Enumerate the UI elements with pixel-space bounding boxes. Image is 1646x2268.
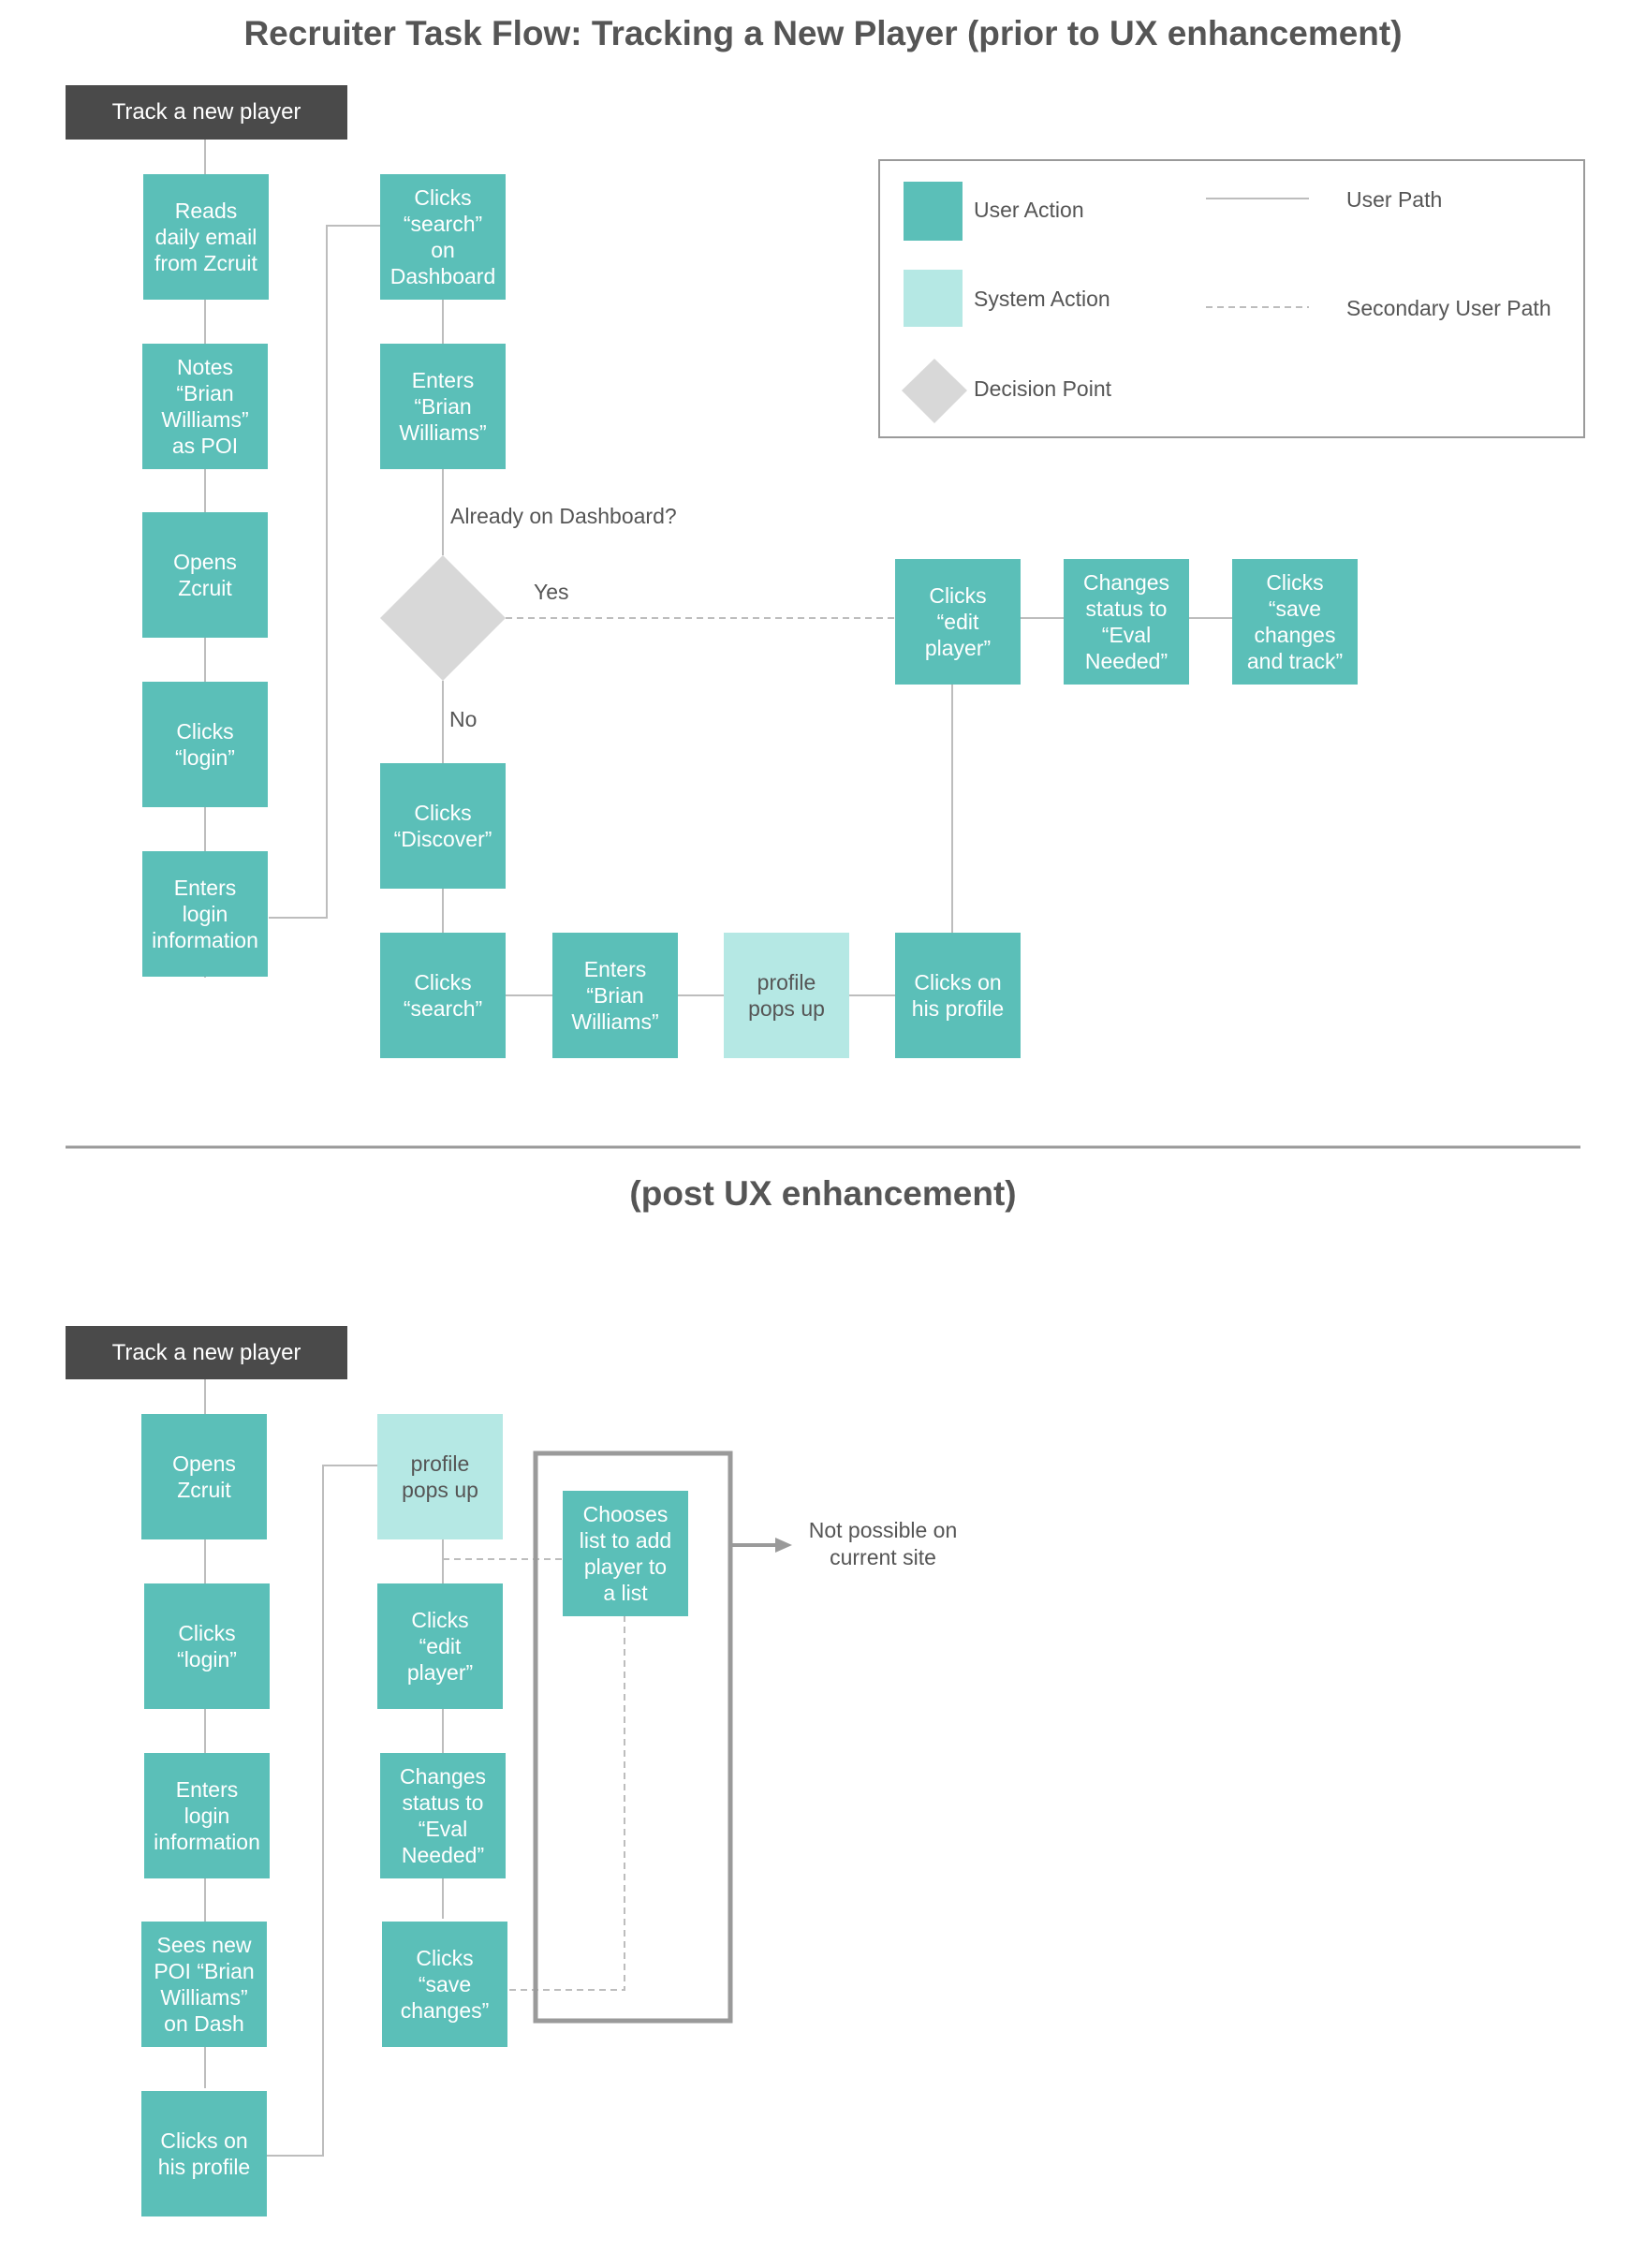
step-clicks-search: Clicks “search”	[380, 933, 506, 1058]
step-enters-name: Enters “Brian Williams”	[380, 344, 506, 469]
legend	[878, 159, 1585, 438]
after-step-clicks-profile: Clicks on his profile	[141, 2091, 267, 2216]
decision-no-label: No	[449, 707, 478, 731]
after-step-enters-login: Enters login information	[144, 1753, 270, 1878]
after-step-clicks-login: Clicks “login”	[144, 1583, 270, 1709]
legend-secondary-path-label: Secondary User Path	[1346, 296, 1551, 320]
after-step-opens-zcruit: Opens Zcruit	[141, 1414, 267, 1539]
step-reads-email: Reads daily email from Zcruit	[143, 174, 269, 300]
step-clicks-login: Clicks “login”	[142, 682, 268, 807]
after-step-edit-player: Clicks “edit player”	[377, 1583, 503, 1709]
legend-decision-label: Decision Point	[974, 376, 1112, 401]
after-step-profile-pops: profile pops up	[377, 1414, 503, 1539]
step-change-status: Changes status to “Eval Needed”	[1064, 559, 1189, 685]
step-clicks-profile: Clicks on his profile	[895, 933, 1021, 1058]
legend-user-path-label: User Path	[1346, 187, 1443, 212]
decision-yes-label: Yes	[534, 580, 569, 604]
step-enters-login: Enters login information	[142, 851, 268, 977]
connector	[269, 225, 381, 919]
start-node-after: Track a new player	[66, 1326, 347, 1379]
secondary-connector	[506, 1615, 625, 1991]
after-step-change-status: Changes status to “Eval Needed”	[380, 1753, 506, 1878]
step-save-track: Clicks “save changes and track”	[1232, 559, 1358, 685]
connector	[267, 1465, 377, 2157]
legend-decision-icon	[902, 359, 967, 423]
decision-question: Already on Dashboard?	[450, 504, 677, 528]
not-possible-frame	[533, 1451, 733, 2024]
legend-system-action-label: System Action	[974, 287, 1110, 311]
step-opens-zcruit: Opens Zcruit	[142, 512, 268, 638]
not-possible-label: Not possible on current site	[808, 1518, 958, 1569]
start-node-before: Track a new player	[66, 85, 347, 140]
step-edit-player: Clicks “edit player”	[895, 559, 1021, 685]
page-title: Recruiter Task Flow: Tracking a New Play…	[243, 14, 1403, 52]
not-possible-arrowhead	[775, 1538, 792, 1553]
step-clicks-discover: Clicks “Discover”	[380, 763, 506, 889]
step-enters-name-bottom: Enters “Brian Williams”	[552, 933, 678, 1058]
legend-user-action-swatch	[904, 182, 963, 241]
after-step-choose-list: Chooses list to add player to a list	[563, 1491, 688, 1616]
after-step-save-changes: Clicks “save changes”	[382, 1922, 507, 2047]
step-profile-pops: profile pops up	[724, 933, 849, 1058]
section-title: (post UX enhancement)	[629, 1174, 1017, 1213]
after-step-sees-poi: Sees new POI “Brian Williams” on Dash	[141, 1922, 267, 2047]
legend-user-action-label: User Action	[974, 198, 1084, 222]
step-search-dashboard: Clicks “search” on Dashboard	[380, 174, 506, 300]
decision-diamond	[380, 555, 506, 681]
legend-system-action-swatch	[904, 270, 963, 327]
step-notes-poi: Notes “Brian Williams” as POI	[142, 344, 268, 469]
